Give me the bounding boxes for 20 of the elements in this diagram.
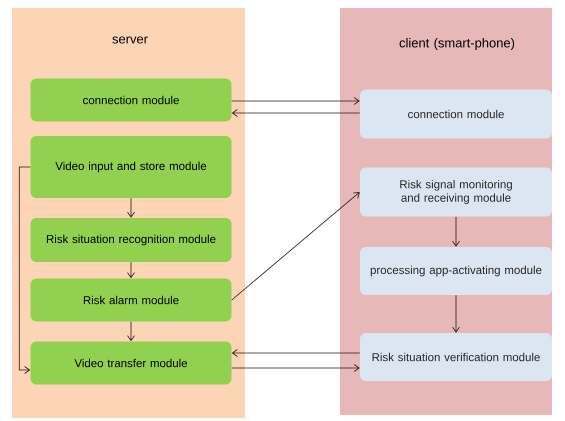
- arrow: [232, 109, 360, 117]
- arrow: [127, 321, 135, 342]
- module-box: Risk situation verification module: [360, 333, 552, 381]
- arrow: [231, 97, 360, 105]
- module-box: Video transfer module: [30, 342, 232, 384]
- arrow: [232, 349, 360, 357]
- arrow: [127, 198, 135, 218]
- module-box: Risk situation recognition module: [30, 218, 232, 262]
- arrow: [127, 262, 135, 278]
- arrow: [452, 294, 460, 333]
- module-box: Risk alarm module: [30, 278, 232, 322]
- module-box: Risk signal monitoring and receiving module: [360, 168, 552, 216]
- module-box: processing app-activating module: [360, 247, 552, 295]
- arrow: [231, 192, 360, 300]
- arrow: [18, 166, 31, 374]
- module-box: Video input and store module: [30, 136, 232, 198]
- arrow: [452, 216, 460, 247]
- module-box: connection module: [30, 78, 232, 122]
- arrow: [231, 364, 360, 372]
- module-box: connection module: [360, 90, 552, 138]
